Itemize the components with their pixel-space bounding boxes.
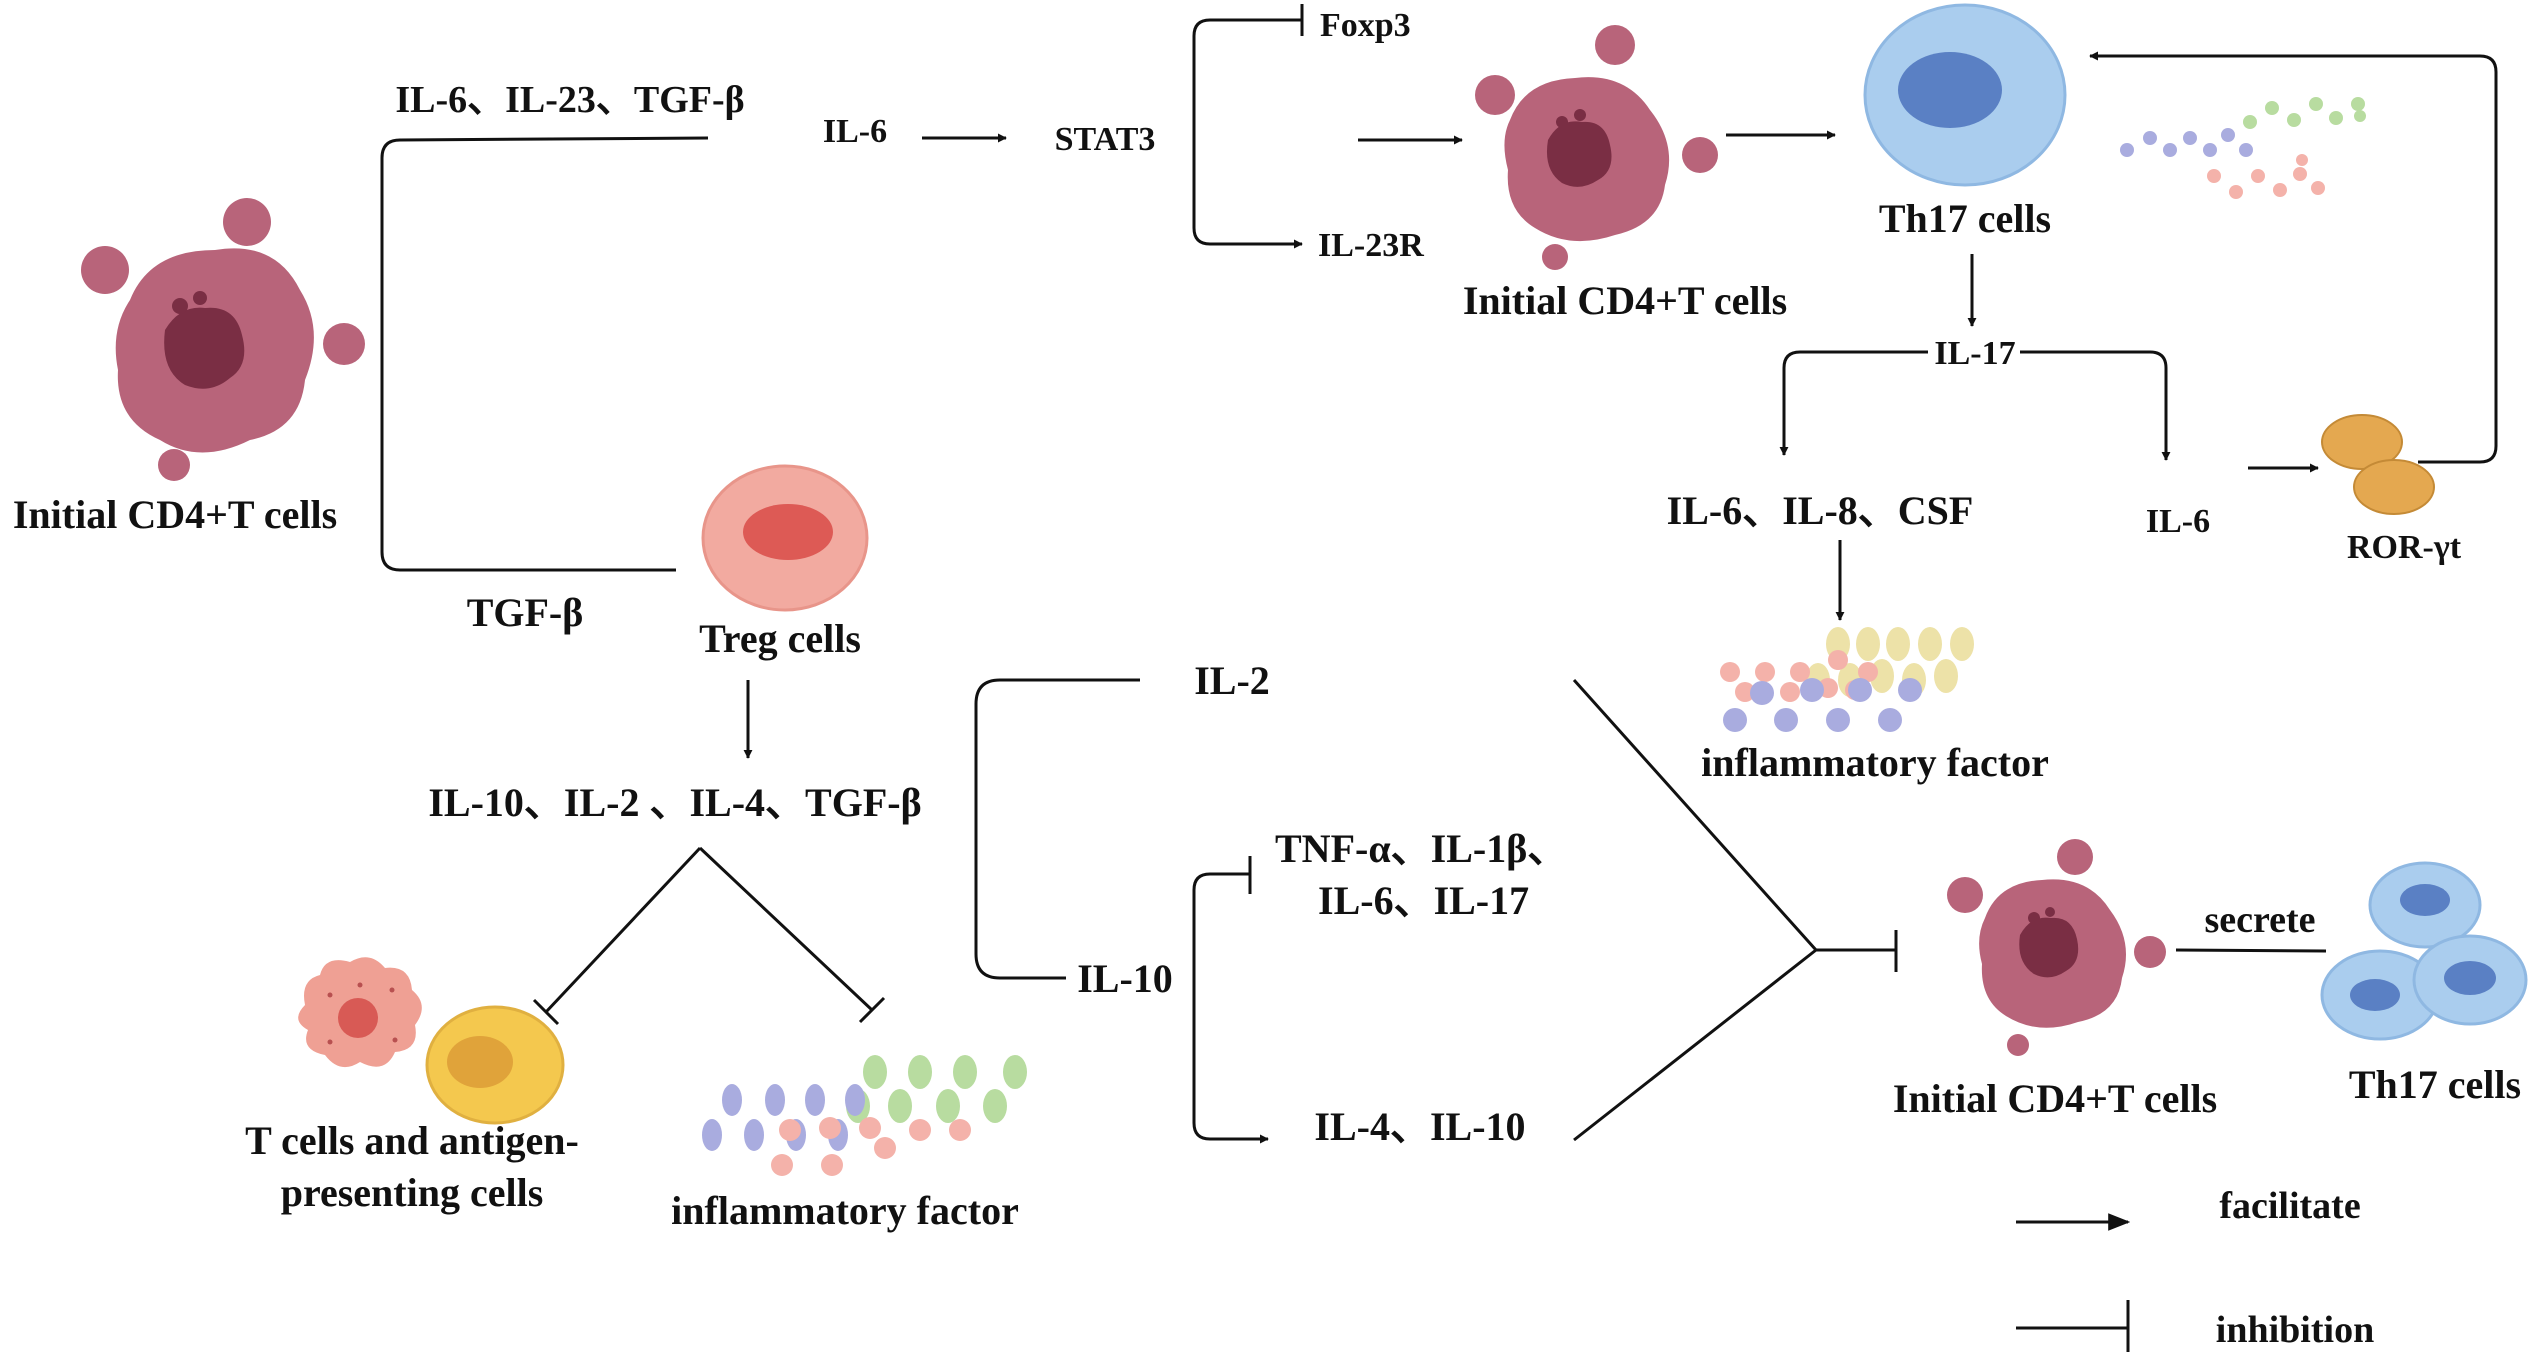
tgfb-left-label: TGF-β bbox=[467, 590, 584, 635]
tnf-il1b-label-line2: IL-6、IL-17 bbox=[1318, 878, 1529, 923]
t-cells-apc-label-line2: presenting cells bbox=[281, 1170, 544, 1215]
foxp3-label: Foxp3 bbox=[1320, 7, 1411, 44]
initial-cd4-left-label: Initial CD4+T cells bbox=[13, 492, 337, 537]
il2-converge-line bbox=[1572, 678, 1818, 952]
il17-label: IL-17 bbox=[1934, 335, 2015, 372]
il23r-label: IL-23R bbox=[1318, 227, 1424, 264]
inflammatory-factor-top-label: inflammatory factor bbox=[1701, 740, 2049, 785]
il4-il10-label: IL-4、IL-10 bbox=[1314, 1104, 1525, 1149]
initial-cd4-cell-left-icon bbox=[81, 198, 365, 481]
ror-to-th17-feedback-arrow bbox=[2089, 51, 2498, 464]
il10-il2-il4-tgfb-label: IL-10、IL-2 、IL-4、TGF-β bbox=[428, 780, 921, 825]
cytokines-inhibit-apc-bar bbox=[532, 998, 560, 1026]
stat3-fork-line bbox=[1192, 18, 1303, 249]
th17-cell-cluster-icon bbox=[2320, 861, 2528, 1041]
il6-top-label: IL-6 bbox=[823, 113, 887, 150]
cytokines-inhibit-inflammatory-line bbox=[698, 846, 874, 1012]
inflammatory-factor-bottom-label: inflammatory factor bbox=[671, 1188, 1019, 1233]
il17-fork-left bbox=[1779, 350, 1928, 456]
initial-cd4-cell-bottom-icon bbox=[1947, 839, 2166, 1056]
il10-label: IL-10 bbox=[1077, 956, 1173, 1001]
legend-inhibition-label: inhibition bbox=[2216, 1309, 2374, 1351]
legend-facilitate-label: facilitate bbox=[2219, 1185, 2360, 1227]
th17-cell-top-icon bbox=[1863, 3, 2067, 187]
il6-right-label: IL-6 bbox=[2146, 503, 2210, 540]
th17-top-label: Th17 cells bbox=[1879, 196, 2051, 241]
il4-il10-converge-line bbox=[1573, 948, 1817, 1142]
antigen-presenting-cell-icon bbox=[298, 957, 422, 1068]
cytokines-inhibit-inflammatory-bar bbox=[858, 996, 886, 1024]
il6-il8-csf-label: IL-6、IL-8、CSF bbox=[1667, 488, 1974, 533]
initial-cd4-cell-top-icon bbox=[1475, 25, 1718, 270]
il6-il23-tgfb-label: IL-6、IL-23、TGF-β bbox=[395, 79, 744, 121]
ror-gt-label: ROR-γt bbox=[2347, 529, 2462, 566]
treg-cells-label: Treg cells bbox=[699, 616, 861, 661]
cytokines-inhibit-apc-line bbox=[544, 846, 702, 1014]
secrete-line bbox=[2175, 948, 2327, 953]
inflammatory-factor-bottom-icon bbox=[702, 1055, 1027, 1176]
cytokine-dots-top-icon bbox=[2120, 97, 2366, 199]
il10-fork-line bbox=[1192, 872, 1269, 1144]
ror-gt-icon bbox=[2321, 414, 2435, 515]
th17-bottom-label: Th17 cells bbox=[2349, 1062, 2521, 1107]
secrete-label: secrete bbox=[2204, 899, 2315, 941]
initial-cd4-top-label: Initial CD4+T cells bbox=[1463, 278, 1787, 323]
inflammatory-factor-top-icon bbox=[1720, 627, 1974, 732]
tnf-il1b-label-line1: TNF-α、IL-1β、 bbox=[1275, 826, 1567, 871]
il2-label: IL-2 bbox=[1194, 658, 1270, 703]
il17-fork-right bbox=[2020, 350, 2171, 461]
treg-cell-icon bbox=[701, 464, 869, 612]
il2-il10-bracket bbox=[974, 678, 1140, 980]
stat3-label: STAT3 bbox=[1055, 121, 1156, 158]
t-cells-apc-label-line1: T cells and antigen- bbox=[245, 1118, 579, 1163]
t-cell-yellow-icon bbox=[425, 1005, 565, 1125]
initial-cd4-bottom-label: Initial CD4+T cells bbox=[1893, 1076, 2217, 1121]
left-bracket-line bbox=[380, 136, 709, 572]
